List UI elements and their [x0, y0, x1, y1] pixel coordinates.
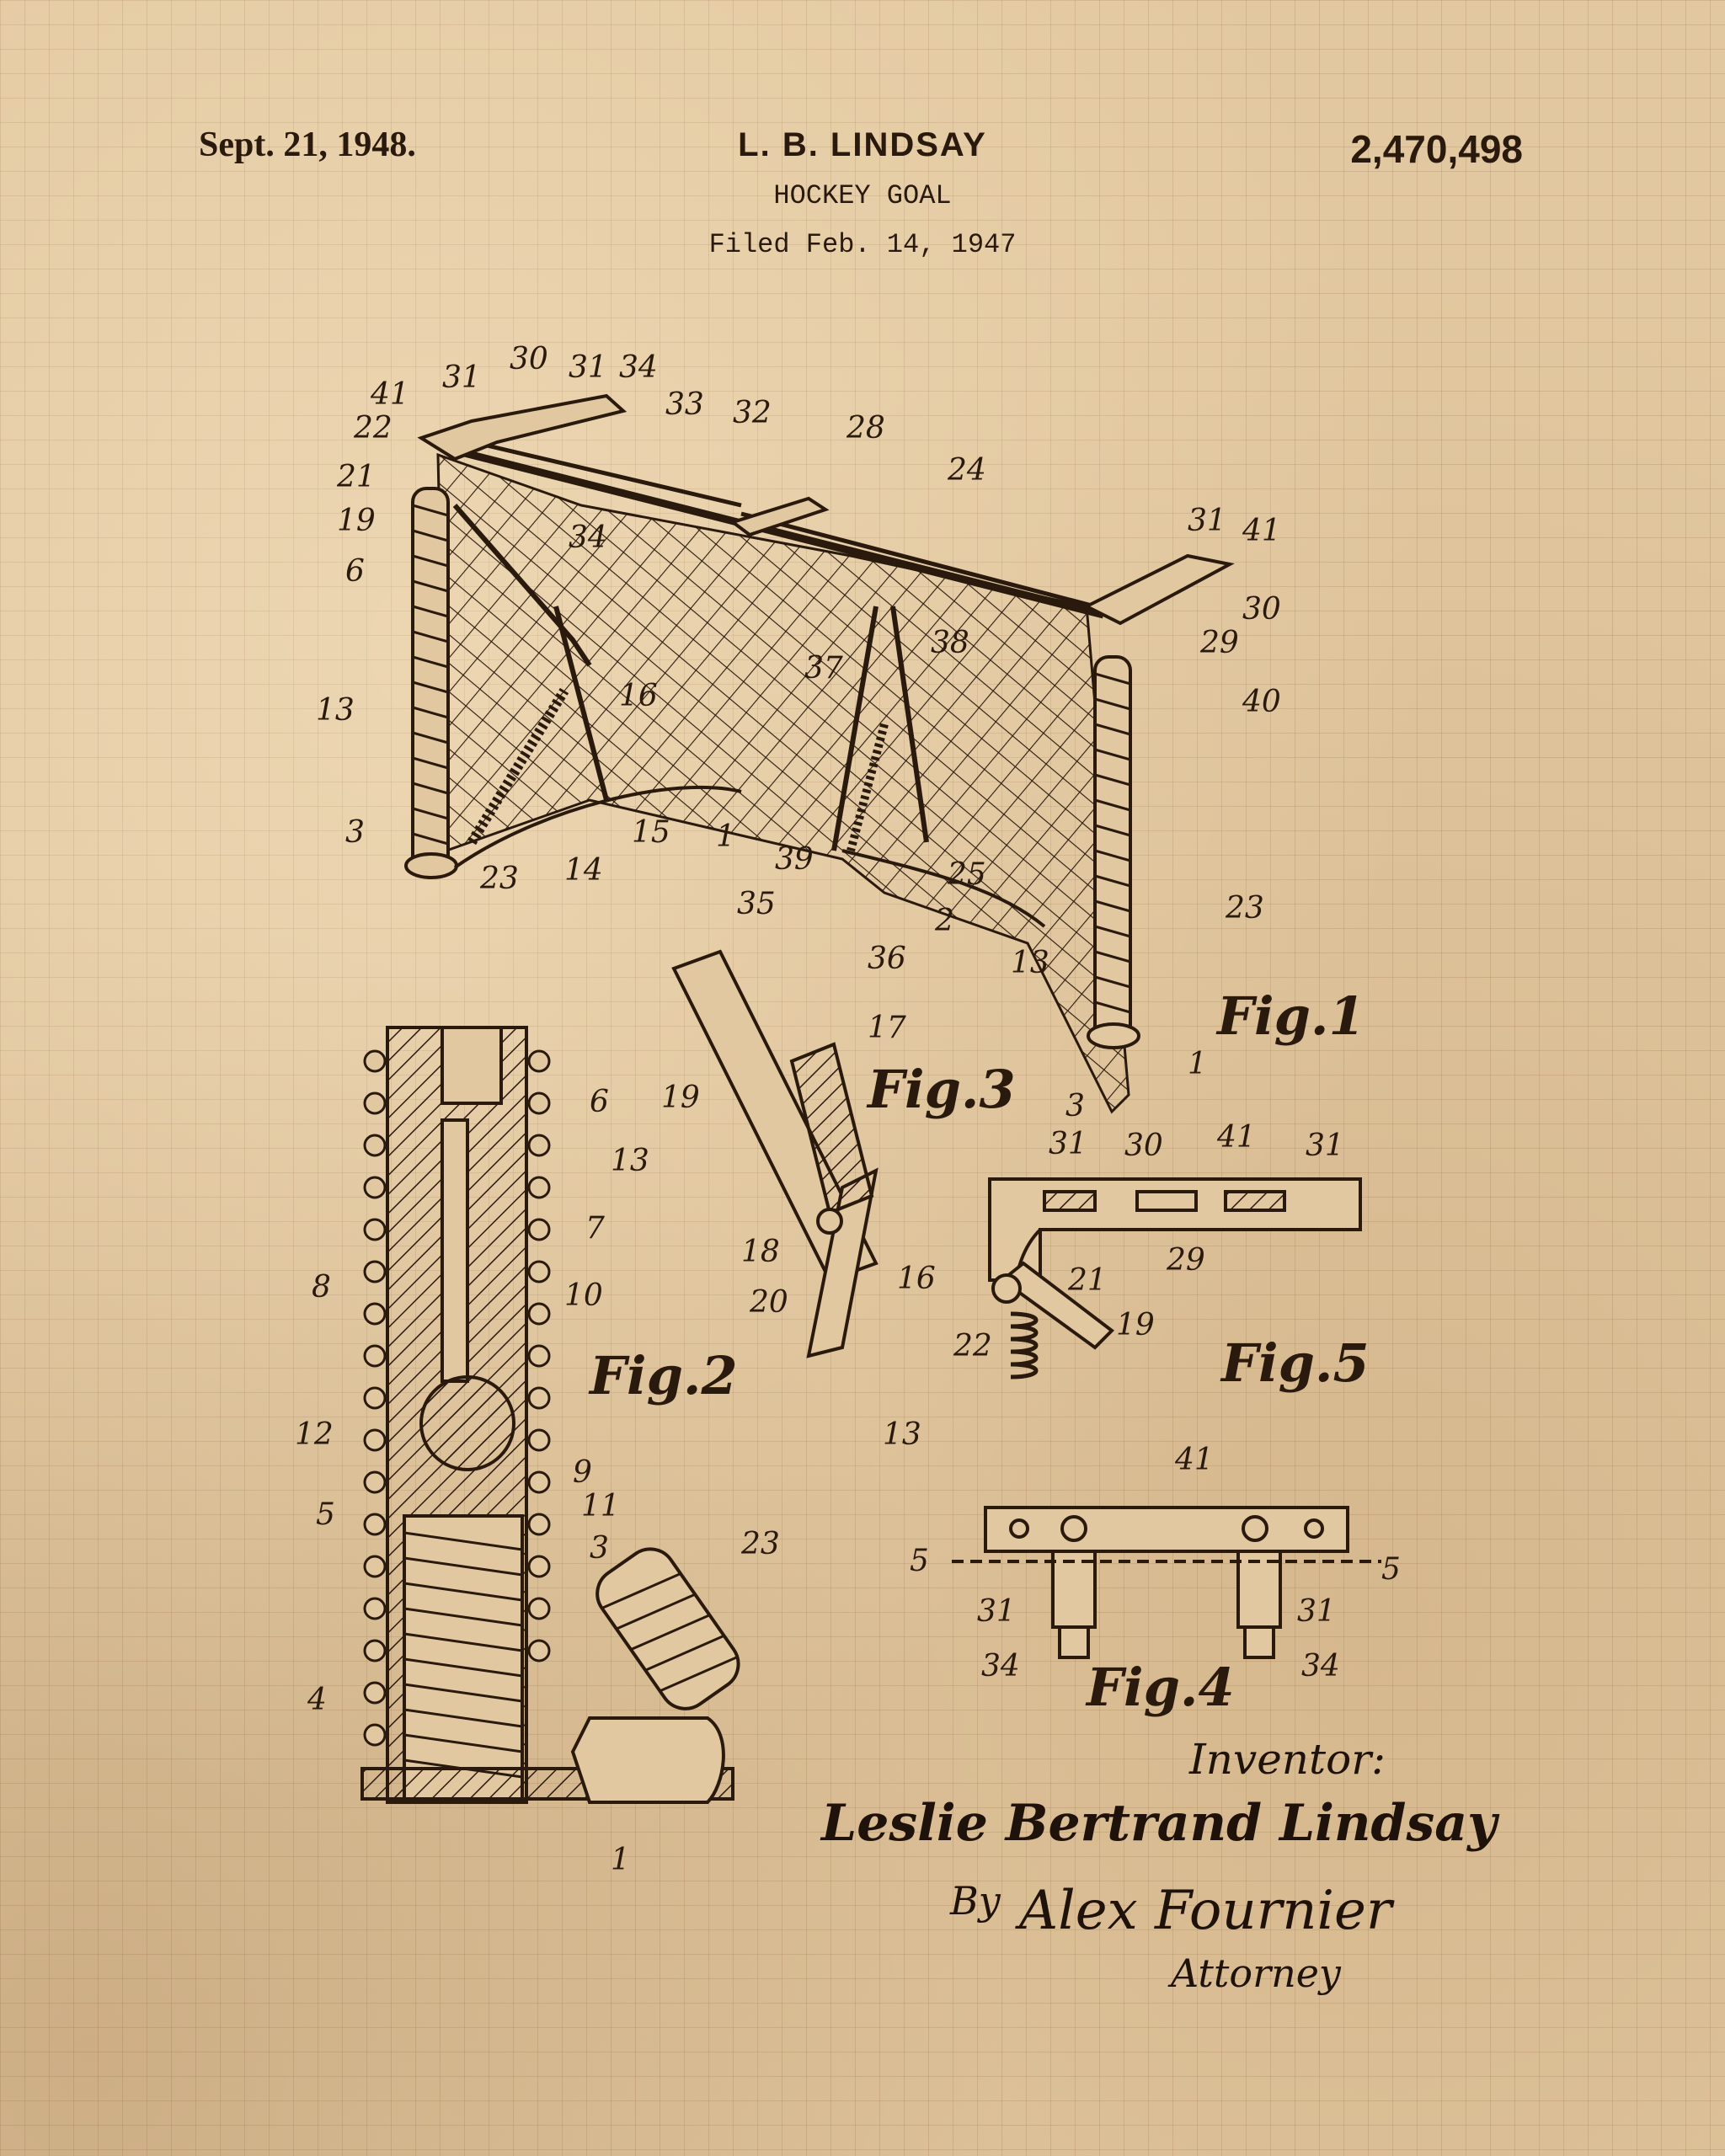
ref-41: 41	[1216, 1120, 1256, 1155]
figure-2-section	[360, 1026, 740, 1804]
ref-34: 34	[981, 1649, 1020, 1684]
ref-31: 31	[442, 360, 481, 395]
fig-2-label: Fig.2	[588, 1345, 738, 1406]
ref-36: 36	[868, 942, 906, 976]
ref-41: 41	[370, 377, 409, 412]
ref-13: 13	[316, 693, 355, 728]
inventor-header: L. B. LINDSAY	[738, 126, 987, 163]
ref-39: 39	[775, 842, 814, 877]
ref-6: 6	[590, 1085, 609, 1119]
ref-15: 15	[632, 815, 670, 850]
ref-23: 23	[1225, 891, 1264, 926]
ref-19: 19	[1116, 1308, 1155, 1342]
ref-5: 5	[316, 1497, 335, 1532]
inventor-signature: Leslie Bertrand Lindsay	[821, 1794, 1498, 1853]
figure-4-plate	[952, 1506, 1381, 1659]
ref-13: 13	[883, 1417, 921, 1452]
figure-1-goal	[404, 393, 1235, 1114]
ref-33: 33	[665, 387, 704, 422]
ref-23: 23	[479, 862, 519, 896]
filed-date: Filed Feb. 14, 1947	[708, 229, 1017, 260]
ref-30: 30	[1124, 1129, 1163, 1163]
ref-40: 40	[1242, 685, 1281, 719]
ref-29: 29	[1199, 626, 1239, 660]
figure-5-corner	[988, 1177, 1362, 1380]
ref-1: 1	[611, 1843, 630, 1877]
ref-31: 31	[1049, 1127, 1087, 1161]
ref-11: 11	[581, 1489, 620, 1524]
ref-19: 19	[337, 504, 376, 538]
ref-31: 31	[569, 350, 607, 385]
ref-22: 22	[953, 1329, 992, 1364]
ref-6: 6	[345, 554, 365, 589]
by-label: By	[950, 1878, 1001, 1924]
ref-32: 32	[733, 396, 772, 430]
reference-numerals: 41 31 30 31 34 22 21 19 6 13 3 23 14 15 …	[295, 342, 1401, 1877]
ref-12: 12	[295, 1417, 334, 1452]
fig-1-label: Fig.1	[1215, 985, 1365, 1047]
patent-title: HOCKEY GOAL	[773, 180, 952, 211]
fig-5-label: Fig.5	[1220, 1332, 1370, 1394]
figure-labels: Fig.1 Fig.2 Fig.3 Fig.4 Fig.5	[588, 985, 1370, 1718]
ref-31: 31	[977, 1594, 1016, 1629]
ref-34: 34	[569, 520, 607, 555]
ref-31: 31	[1306, 1129, 1344, 1163]
ref-20: 20	[749, 1285, 788, 1320]
patent-date: Sept. 21, 1948.	[199, 125, 416, 164]
ref-1: 1	[716, 819, 735, 854]
ref-38: 38	[931, 626, 969, 660]
ref-5: 5	[1381, 1552, 1401, 1587]
fig-3-label: Fig.3	[866, 1059, 1016, 1120]
ref-13: 13	[611, 1144, 649, 1178]
inventor-label: Inventor:	[1189, 1735, 1386, 1784]
ref-23: 23	[740, 1527, 780, 1561]
figure-3-bracket	[671, 949, 879, 1358]
ref-29: 29	[1166, 1243, 1205, 1278]
ref-4: 4	[307, 1683, 327, 1717]
ref-9: 9	[573, 1455, 592, 1490]
ref-10: 10	[564, 1278, 603, 1313]
ref-7: 7	[585, 1211, 605, 1246]
ref-2: 2	[934, 904, 954, 938]
ref-3: 3	[590, 1531, 609, 1566]
ref-18: 18	[741, 1235, 780, 1269]
patent-number: 2,470,498	[1350, 127, 1523, 171]
ref-22: 22	[353, 411, 393, 446]
ref-14: 14	[564, 853, 603, 888]
ref-41: 41	[1242, 514, 1281, 548]
ref-1: 1	[1188, 1047, 1207, 1081]
ref-28: 28	[846, 411, 885, 446]
ref-19: 19	[661, 1081, 700, 1115]
ref-21: 21	[336, 460, 376, 494]
ref-13: 13	[1011, 946, 1049, 980]
ref-3: 3	[1065, 1089, 1085, 1123]
ref-3: 3	[345, 815, 365, 850]
ref-30: 30	[510, 342, 548, 376]
ref-35: 35	[737, 887, 776, 921]
ref-25: 25	[947, 857, 986, 892]
ref-34: 34	[619, 350, 658, 385]
ref-8: 8	[312, 1270, 331, 1305]
fig-4-label: Fig.4	[1085, 1657, 1235, 1718]
ref-30: 30	[1242, 592, 1281, 627]
ref-16: 16	[619, 679, 658, 713]
ref-16: 16	[897, 1262, 936, 1296]
attorney-signature: Alex Fournier	[1019, 1880, 1392, 1942]
ref-37: 37	[804, 651, 843, 686]
ref-34: 34	[1301, 1649, 1340, 1684]
ref-21: 21	[1067, 1263, 1107, 1298]
ref-24: 24	[947, 453, 986, 488]
attorney-label: Attorney	[1171, 1951, 1341, 1996]
ref-31: 31	[1297, 1594, 1336, 1629]
ref-17: 17	[868, 1011, 906, 1045]
ref-41: 41	[1174, 1443, 1214, 1477]
ref-31: 31	[1188, 504, 1226, 538]
ref-5: 5	[910, 1544, 929, 1578]
